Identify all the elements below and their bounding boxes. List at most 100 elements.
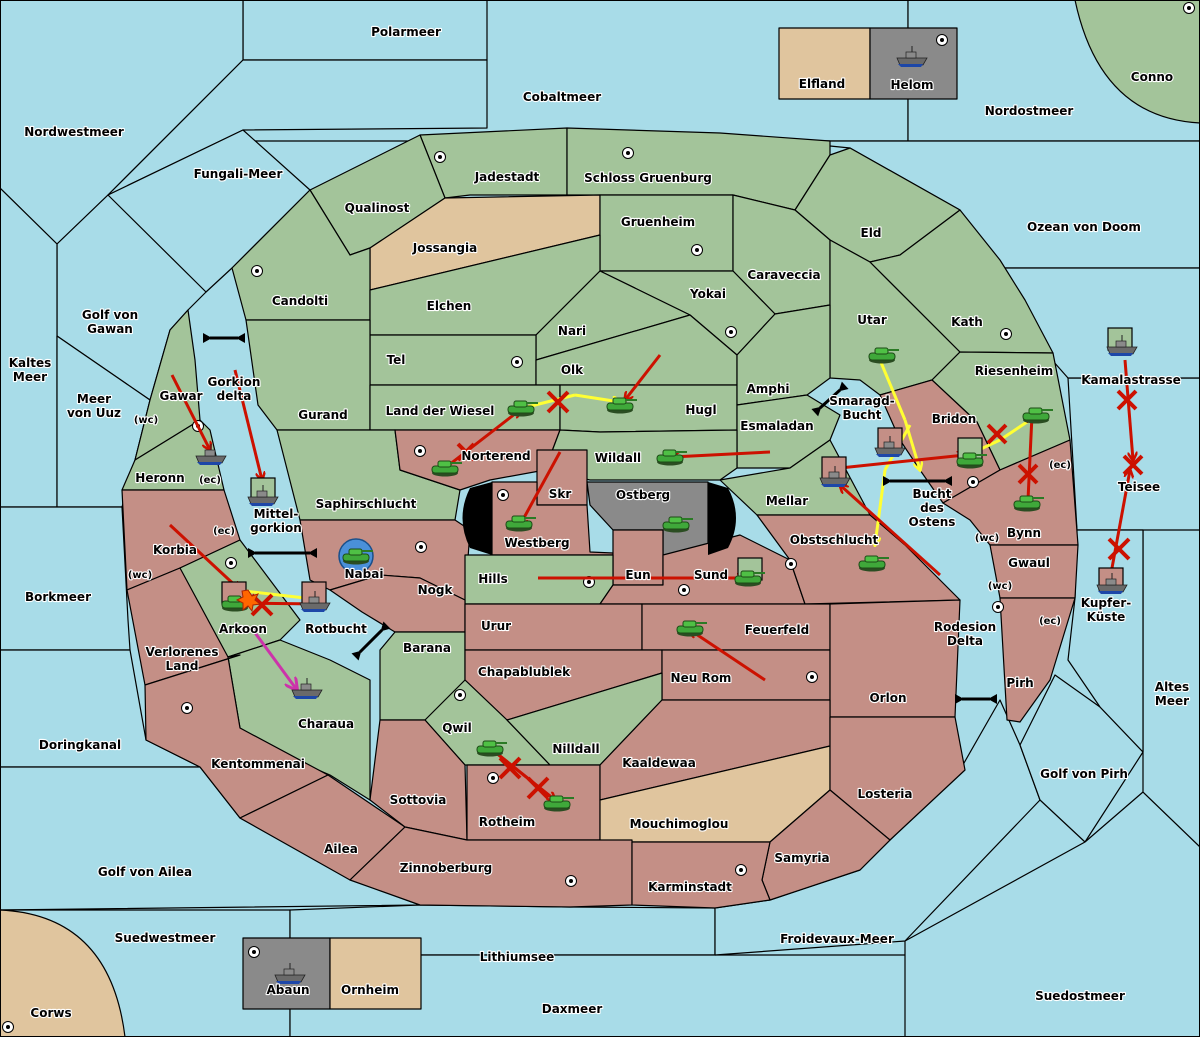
region-borkmeer[interactable]	[0, 506, 131, 651]
supply-center-icon	[691, 244, 703, 256]
label-cobaltmeer: Cobaltmeer	[523, 90, 601, 104]
region-cobaltmeer[interactable]	[107, 59, 488, 196]
supply-center-icon	[1183, 2, 1195, 14]
label-saphirschlucht: Saphirschlucht	[316, 497, 417, 511]
supply-center-icon	[2, 1021, 14, 1033]
region-jadestadt[interactable]	[419, 127, 568, 199]
coast-marker-wc: (wc)	[134, 415, 158, 426]
label-westberg: Westberg	[504, 536, 569, 550]
supply-center-icon	[181, 702, 193, 714]
supply-center-icon	[565, 875, 577, 887]
region-karminstadt[interactable]	[631, 841, 771, 909]
label-schloss-gruenburg: Schloss Gruenburg	[584, 171, 712, 185]
order-arrow	[690, 630, 766, 682]
order-arrow	[839, 455, 965, 470]
mountain-cap-east	[708, 482, 736, 555]
order-arrow	[490, 748, 556, 802]
label-bridon: Bridon	[932, 412, 977, 426]
label-kupfer-kueste: Kupfer-Küste	[1081, 596, 1131, 624]
label-utar: Utar	[857, 313, 887, 327]
order-arrow	[170, 374, 210, 450]
label-suedwestmeer: Suedwestmeer	[115, 931, 216, 945]
label-ailea: Ailea	[324, 842, 358, 856]
supply-center-icon	[497, 489, 509, 501]
label-neu-rom: Neu Rom	[671, 671, 732, 685]
order-arrow	[878, 359, 907, 421]
order-arrow	[672, 450, 771, 457]
label-bynn: Bynn	[1007, 526, 1041, 540]
label-jossangia: Jossangia	[412, 241, 477, 255]
label-qwil: Qwil	[442, 721, 472, 735]
supply-center-icon	[248, 946, 260, 958]
label-norterend: Norterend	[461, 449, 530, 463]
label-sund: Sund	[694, 568, 728, 582]
coast-marker-ec: (ec)	[1049, 460, 1071, 471]
label-froidevaux-meer: Froidevaux-Meer	[780, 932, 894, 946]
label-zinnoberburg: Zinnoberburg	[400, 861, 492, 875]
region-corws[interactable]	[0, 909, 126, 1037]
label-golf-von-ailea: Golf von Ailea	[98, 865, 192, 879]
supply-center-icon	[434, 151, 446, 163]
label-ornheim: Ornheim	[341, 983, 399, 997]
region-pirh[interactable]	[999, 597, 1076, 723]
mountain-cap-west	[462, 482, 492, 555]
label-heronn: Heronn	[135, 471, 184, 485]
region-suedostmeer[interactable]	[904, 791, 1200, 1037]
supply-center-icon	[511, 356, 523, 368]
region-losteria[interactable]	[829, 716, 966, 841]
double-arrow-icon	[811, 381, 849, 417]
region-wildall[interactable]	[544, 429, 738, 481]
coast-marker-ec: (ec)	[213, 526, 235, 537]
order-arrow	[999, 418, 1031, 442]
label-gawar: Gawar	[159, 389, 202, 403]
order-arrows	[168, 333, 1144, 802]
label-tel: Tel	[387, 353, 406, 367]
label-elchen: Elchen	[427, 299, 472, 313]
label-gurand: Gurand	[298, 408, 348, 422]
label-nogk: Nogk	[418, 583, 454, 597]
label-nordwestmeer: Nordwestmeer	[24, 125, 124, 139]
label-teisee: Teisee	[1118, 480, 1160, 494]
coast-marker-ec: (ec)	[199, 475, 221, 486]
label-conno: Conno	[1131, 70, 1173, 84]
label-hugl: Hugl	[685, 403, 716, 417]
supply-center-icon	[967, 476, 979, 488]
region-gruenheim[interactable]	[599, 194, 734, 272]
region-ornheim[interactable]	[329, 937, 422, 1010]
coast-marker-wc: (wc)	[128, 570, 152, 581]
label-mellar: Mellar	[766, 494, 808, 508]
label-skr: Skr	[549, 487, 572, 501]
supply-center-icon	[936, 34, 948, 46]
label-caraveccia: Caraveccia	[747, 268, 820, 282]
order-arrow	[1123, 359, 1133, 460]
label-jadestadt: Jadestadt	[474, 170, 540, 184]
label-helom: Helom	[890, 78, 933, 92]
coast-marker-wc: (wc)	[988, 581, 1012, 592]
order-arrow	[168, 523, 240, 590]
label-hills: Hills	[478, 572, 508, 586]
region-kaltes-meer[interactable]	[0, 187, 58, 508]
supply-center-icon	[414, 445, 426, 457]
region-conno[interactable]	[1074, 0, 1200, 124]
label-suedostmeer: Suedostmeer	[1035, 989, 1125, 1003]
label-ozean-von-doom: Ozean von Doom	[1027, 220, 1141, 234]
units-layer	[195, 45, 1138, 985]
label-chapablublek: Chapablublek	[478, 665, 571, 679]
label-ostberg: Ostberg	[616, 488, 670, 502]
label-urur: Urur	[481, 619, 511, 633]
label-nabai: Nabai	[345, 567, 384, 581]
label-elfland: Elfland	[799, 77, 845, 91]
failed-order-mark	[986, 423, 1008, 445]
supply-center-icon	[785, 558, 797, 570]
